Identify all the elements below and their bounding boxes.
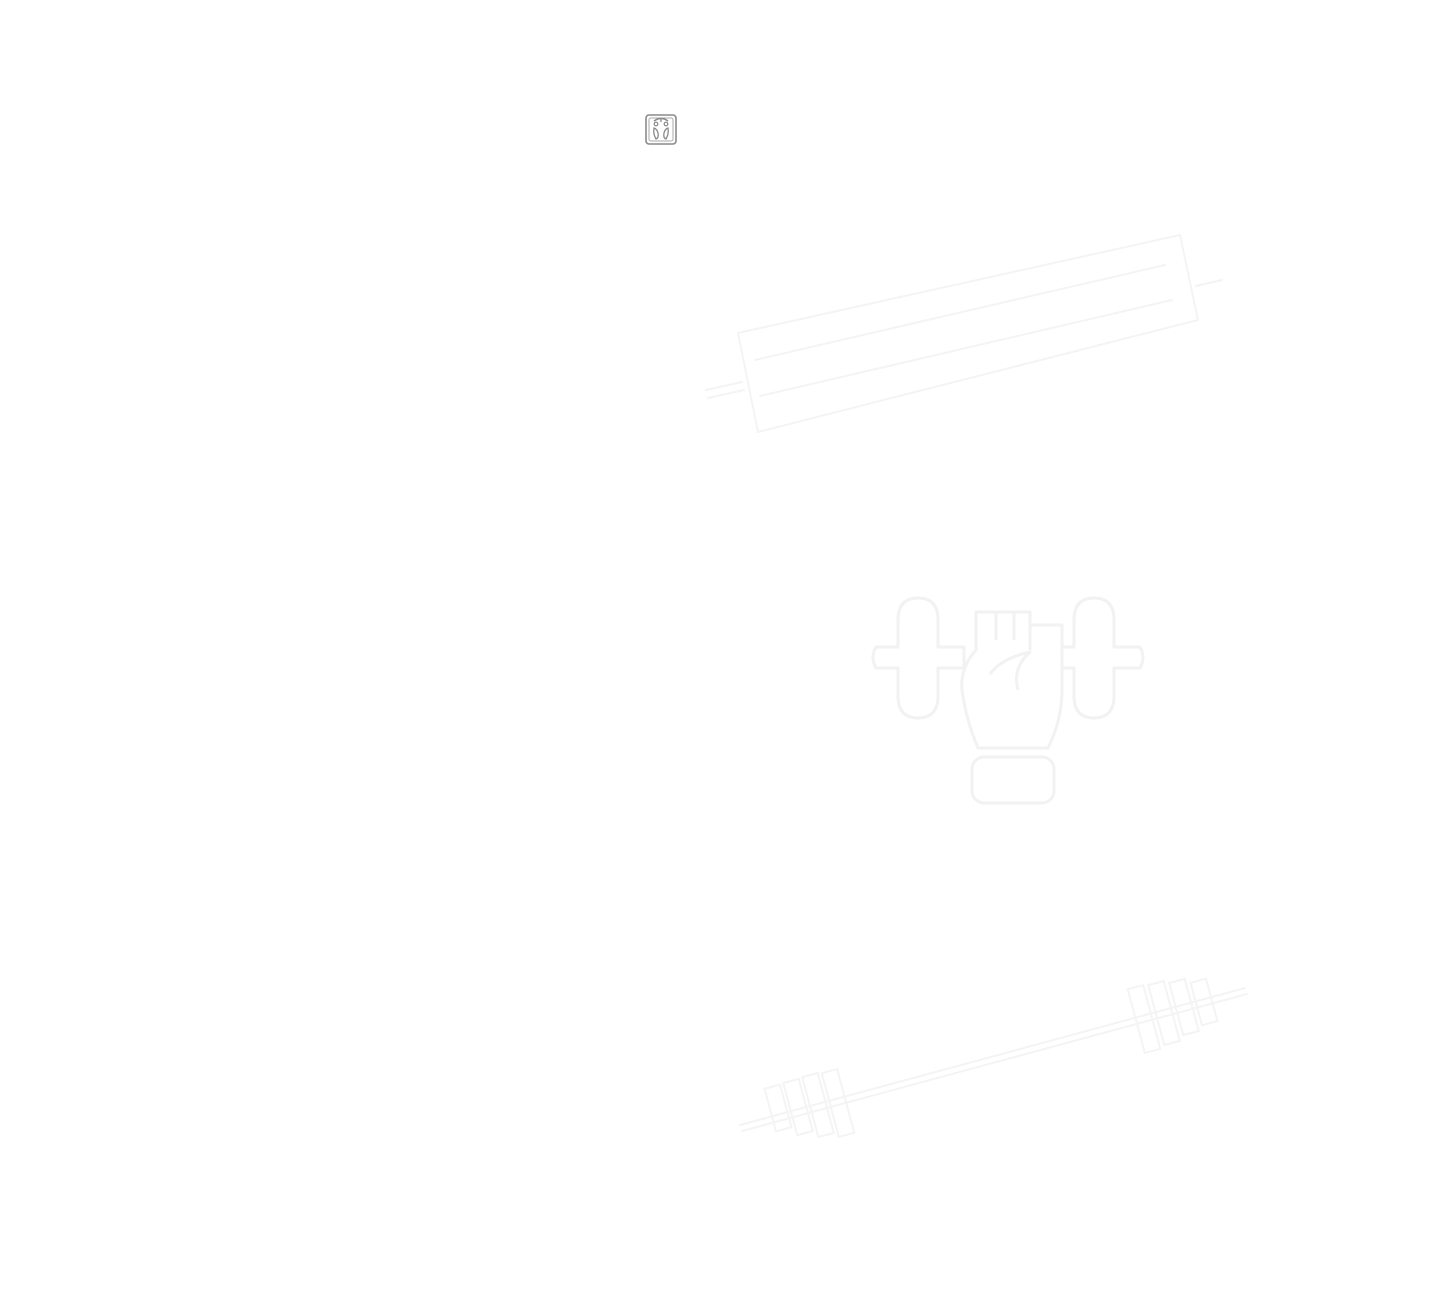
jump-rope-icon (705, 233, 1223, 434)
weighing-scale-icon (644, 112, 678, 146)
fist-dumbbell-icon (871, 596, 1145, 805)
barbell-icon (739, 977, 1248, 1139)
